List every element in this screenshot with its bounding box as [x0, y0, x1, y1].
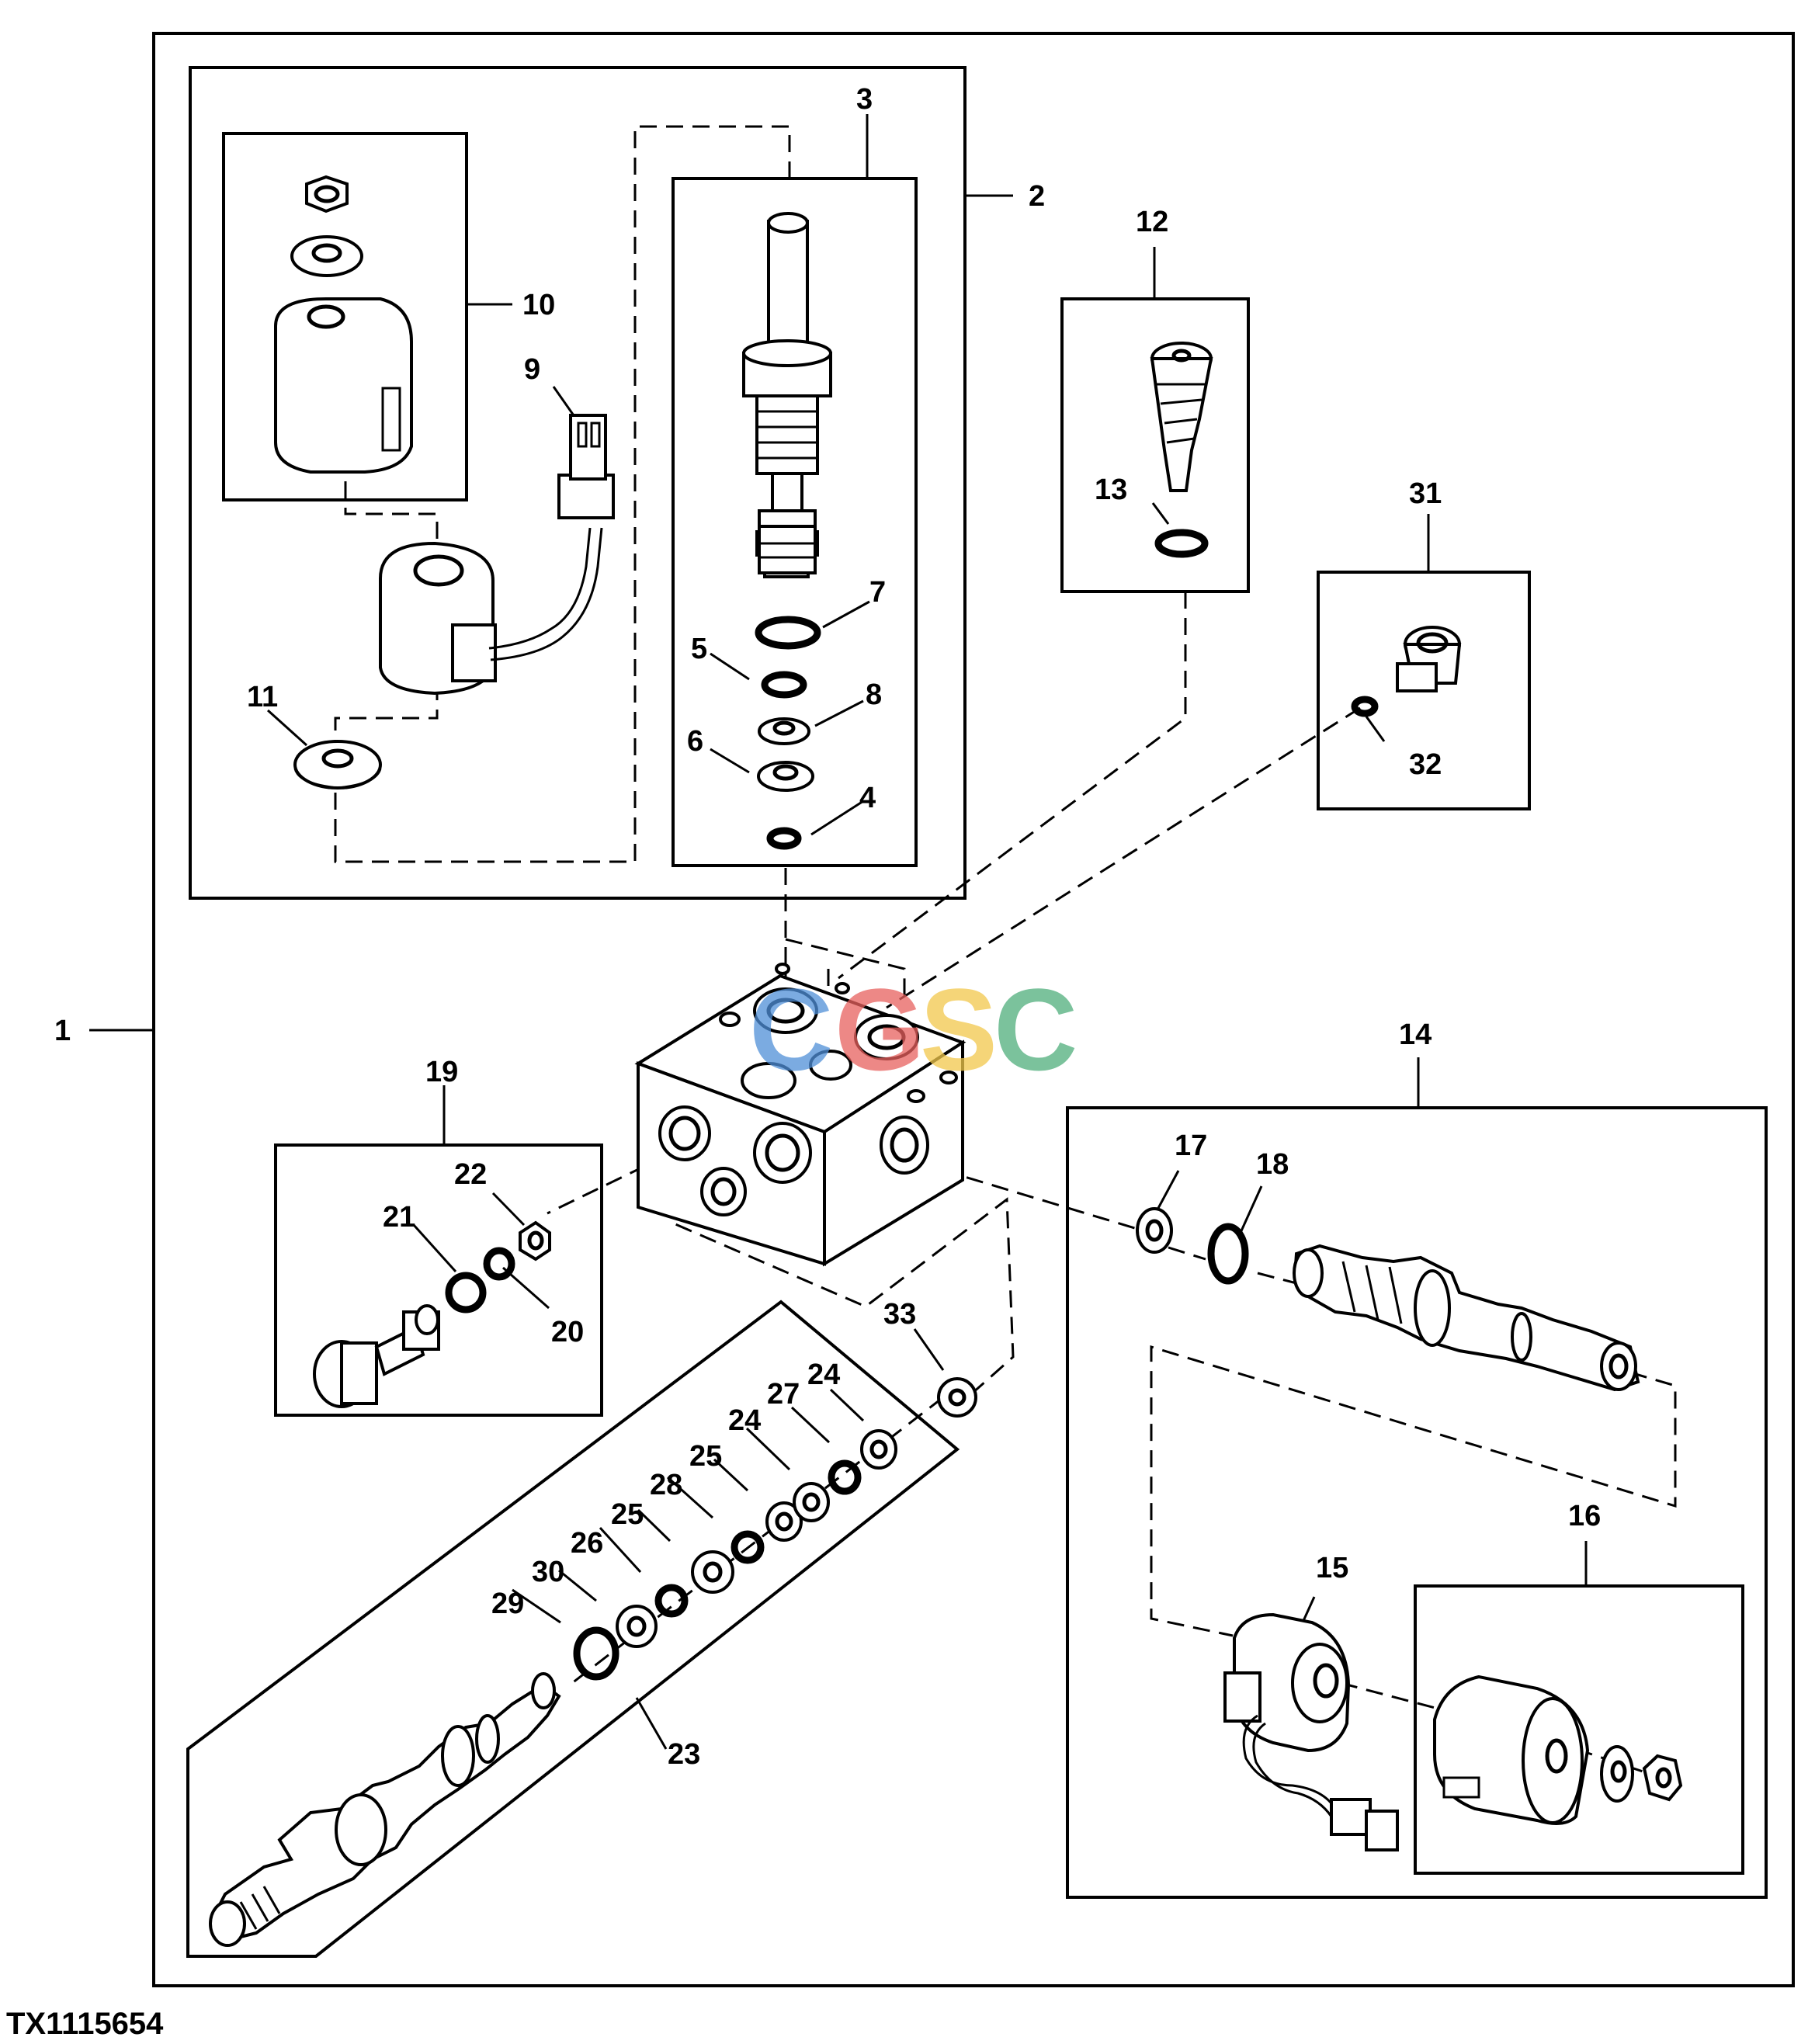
valve-14: [1136, 1207, 1640, 1392]
callout-28: 28: [650, 1469, 682, 1501]
callout-labels: 1 2 3 4 5 6 7 8 9 10 11 12 13 14 15 16 1…: [54, 83, 1601, 1771]
relief-valve-12: [1150, 342, 1213, 558]
callout-12: 12: [1136, 206, 1168, 238]
callout-14: 14: [1399, 1019, 1432, 1051]
plug-31: [1351, 626, 1462, 717]
callout-3: 3: [856, 83, 873, 116]
callout-32: 32: [1409, 748, 1442, 781]
callout-25b: 25: [611, 1498, 644, 1531]
callout-33: 33: [883, 1298, 916, 1331]
frame-group-2: [189, 66, 966, 900]
frame-group-10: [222, 132, 468, 501]
callout-24b: 24: [728, 1404, 761, 1437]
watermark-letter-g: G: [835, 964, 925, 1095]
callout-20: 20: [551, 1316, 584, 1348]
callout-2: 2: [1029, 180, 1045, 213]
callout-9: 9: [524, 353, 540, 386]
callout-18: 18: [1256, 1148, 1289, 1181]
manifold-block: [634, 963, 966, 1267]
frame-group-31: [1317, 571, 1531, 810]
callout-8: 8: [866, 678, 882, 711]
callout-29: 29: [491, 1588, 524, 1620]
callout-26: 26: [571, 1527, 603, 1560]
coil-15: [1223, 1612, 1399, 1851]
callout-22: 22: [454, 1158, 487, 1191]
callout-15: 15: [1316, 1552, 1348, 1584]
watermark-letter-c1: C: [749, 964, 833, 1095]
callout-21: 21: [383, 1201, 415, 1234]
callout-24a: 24: [807, 1359, 840, 1391]
coil-9: [379, 414, 615, 696]
callout-31: 31: [1409, 477, 1442, 510]
callout-13: 13: [1095, 474, 1127, 506]
frame-group-16: [1414, 1584, 1744, 1875]
frame-assembly-1: [152, 32, 1795, 1987]
check-valve-19: [313, 1220, 551, 1408]
frame-group-23: [186, 1300, 960, 1958]
frame-group-14: [1066, 1106, 1768, 1899]
callout-1: 1: [54, 1015, 71, 1047]
leader-lines: [89, 114, 1588, 1750]
valve-cartridge-3: [742, 212, 832, 850]
spool-23: [209, 1377, 977, 1947]
callout-25a: 25: [689, 1440, 722, 1473]
frame-group-12: [1060, 297, 1250, 593]
callout-11: 11: [247, 681, 278, 713]
callout-10: 10: [522, 289, 555, 321]
washer-11: [293, 740, 382, 789]
coil-kit-16: [1433, 1674, 1683, 1825]
callout-7: 7: [869, 576, 886, 609]
assembly-lines: [334, 125, 1677, 1779]
frame-group-3: [672, 177, 918, 867]
figure-id: TX1115654: [6, 2007, 164, 2041]
coil-kit-10: [274, 175, 413, 474]
callout-4: 4: [859, 782, 876, 814]
callout-23: 23: [668, 1738, 700, 1771]
watermark-letter-s: S: [920, 964, 998, 1095]
callout-16: 16: [1568, 1500, 1601, 1532]
watermark-letter-c2: C: [994, 964, 1078, 1095]
callout-6: 6: [687, 725, 703, 758]
callout-17: 17: [1175, 1130, 1207, 1162]
callout-5: 5: [691, 633, 707, 665]
watermark: C G S C: [749, 964, 1078, 1095]
frame-group-19: [274, 1143, 603, 1417]
callout-30: 30: [532, 1556, 564, 1588]
callout-27: 27: [767, 1378, 800, 1411]
callout-19: 19: [425, 1056, 458, 1088]
